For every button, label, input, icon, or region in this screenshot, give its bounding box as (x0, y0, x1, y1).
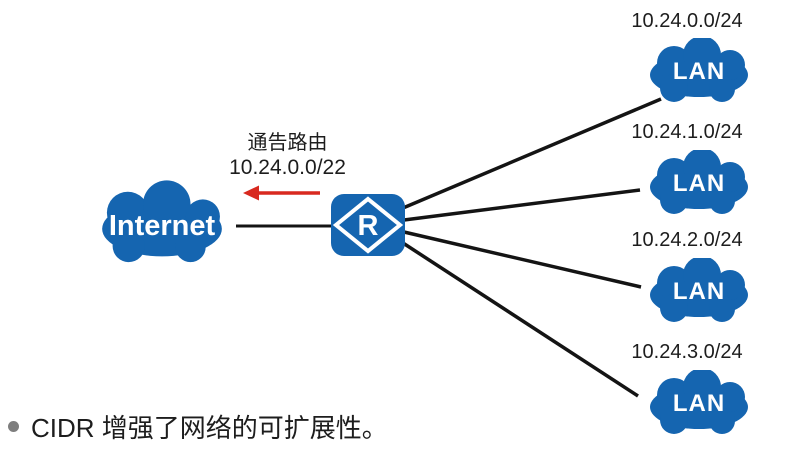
advertised-route-label: 通告路由 10.24.0.0/22 (205, 132, 370, 180)
advertised-route-text: 通告路由 (247, 132, 328, 154)
bullet-text: CIDR 增强了网络的可扩展性。 (31, 413, 388, 443)
left-arrow-icon (243, 185, 320, 201)
advertised-route-prefix: 10.24.0.0/22 (229, 155, 346, 179)
subnet-label-3: 10.24.3.0/24 (631, 341, 743, 363)
link-router-lan3 (402, 241, 639, 398)
link-router-lan0 (402, 97, 662, 210)
lan-cloud-1: LAN (636, 150, 762, 218)
lan-label: LAN (672, 58, 726, 85)
subnet-label-0: 10.24.0.0/24 (631, 10, 743, 32)
cloud-icon (650, 150, 748, 214)
internet-label: Internet (108, 209, 216, 242)
link-router-lan2 (403, 230, 642, 289)
cloud-icon (650, 370, 748, 434)
lan-cloud-2: LAN (636, 258, 762, 326)
lan-cloud-3: LAN (636, 370, 762, 438)
bullet-dot (8, 421, 19, 432)
subnet-label-2: 10.24.2.0/24 (631, 229, 743, 251)
cloud-icon (102, 180, 222, 263)
subnet-label-1: 10.24.1.0/24 (631, 121, 743, 143)
lan-label: LAN (672, 390, 726, 417)
bullet-point: CIDR 增强了网络的可扩展性。 (8, 408, 388, 445)
cloud-icon (650, 258, 748, 322)
internet-cloud: Internet (86, 180, 238, 272)
link-router-lan1 (403, 188, 641, 222)
router-icon: R (330, 193, 406, 257)
lan-label: LAN (672, 170, 726, 197)
cloud-icon (650, 38, 748, 102)
lan-label: LAN (672, 278, 726, 305)
router-label: R (358, 210, 379, 242)
lan-cloud-0: LAN (636, 38, 762, 106)
